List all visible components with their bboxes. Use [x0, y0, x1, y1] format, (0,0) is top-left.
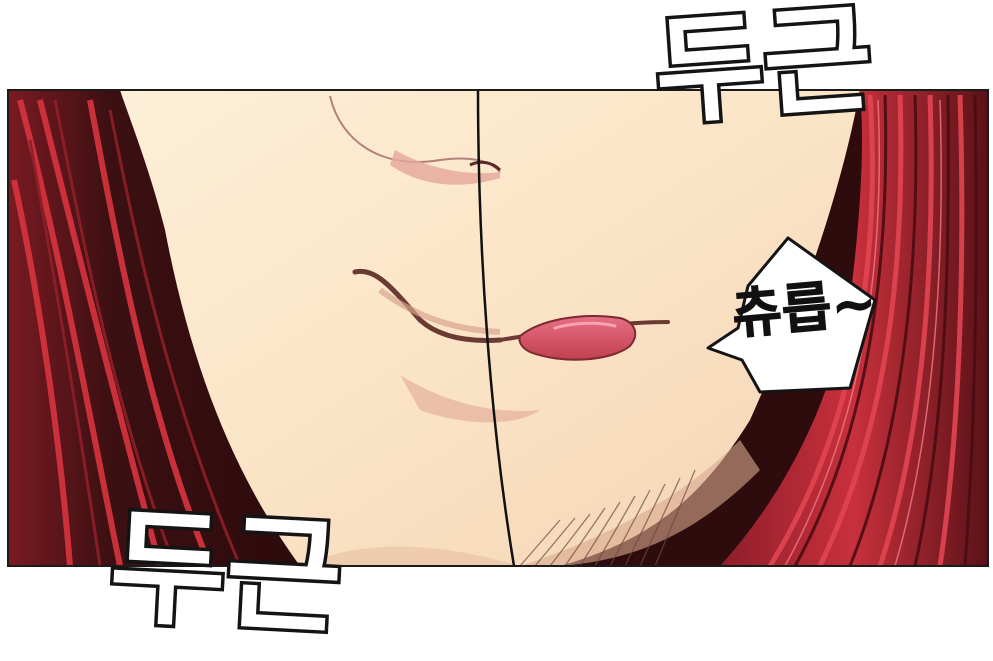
speech-bubble — [706, 236, 877, 394]
neck-hatching — [519, 469, 696, 566]
sound-effect-heartbeat-top: 두근 — [647, 0, 880, 145]
panel-divider-line — [476, 89, 516, 567]
nose — [329, 95, 502, 185]
panel-border — [7, 89, 989, 567]
speech-bubble-text: 츄릅~ — [729, 270, 880, 347]
mouth — [352, 268, 670, 423]
tongue — [518, 315, 637, 361]
hair-strands-left — [11, 99, 213, 566]
face-skin — [120, 90, 860, 566]
sound-effect-heartbeat-bottom: 두근 — [103, 490, 349, 656]
